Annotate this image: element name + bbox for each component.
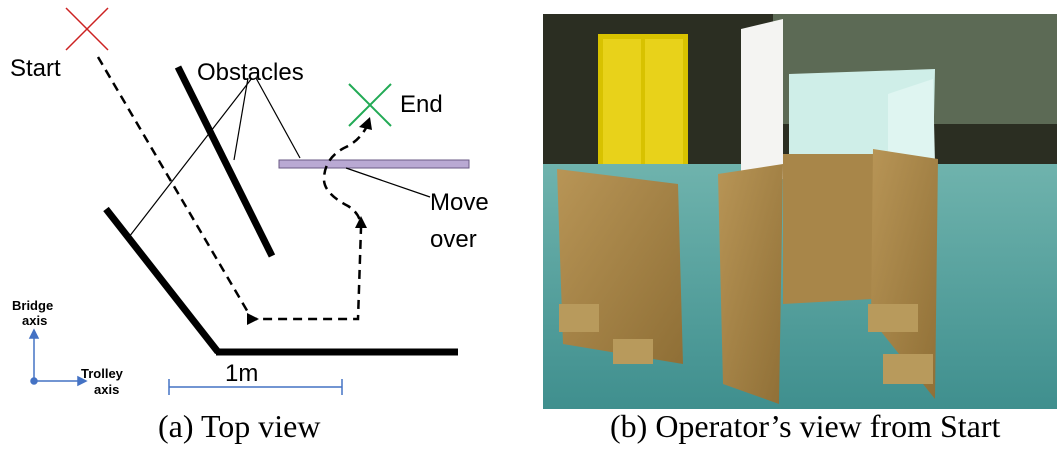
bridge-axis-label-line1: Bridge xyxy=(12,298,53,313)
trolley-axis-label-line2: axis xyxy=(94,382,119,397)
scale-bar xyxy=(168,379,343,395)
obstacle-long-diagonal xyxy=(174,65,276,258)
move-over-leader-line xyxy=(345,167,431,198)
caption-a: (a) Top view xyxy=(158,408,321,444)
path-arrowheads xyxy=(247,117,372,325)
photo-illustration xyxy=(543,14,1057,409)
caption-b: (b) Operator’s view from Start xyxy=(610,408,1001,444)
end-marker-icon xyxy=(348,83,392,127)
move-over-label-line2: over xyxy=(430,226,477,253)
operator-view-photo xyxy=(543,14,1057,409)
dashed-path xyxy=(96,56,368,321)
obstacles-leader-lines xyxy=(128,77,301,238)
bridge-axis-label-line2: axis xyxy=(22,313,47,328)
top-view-diagram: Start Obstacles End Move over Bridge axi… xyxy=(10,7,489,397)
scale-label: 1m xyxy=(225,360,258,387)
obstacles-label: Obstacles xyxy=(197,59,304,86)
move-over-obstacle xyxy=(278,159,470,169)
start-label: Start xyxy=(10,55,61,82)
obstacle-lower-diagonal xyxy=(103,206,221,355)
start-marker-icon xyxy=(65,7,109,51)
trolley-axis-label-line1: Trolley xyxy=(81,366,124,381)
move-over-label-line1: Move xyxy=(430,189,489,216)
end-label: End xyxy=(400,91,443,118)
axes-icon xyxy=(28,328,88,387)
